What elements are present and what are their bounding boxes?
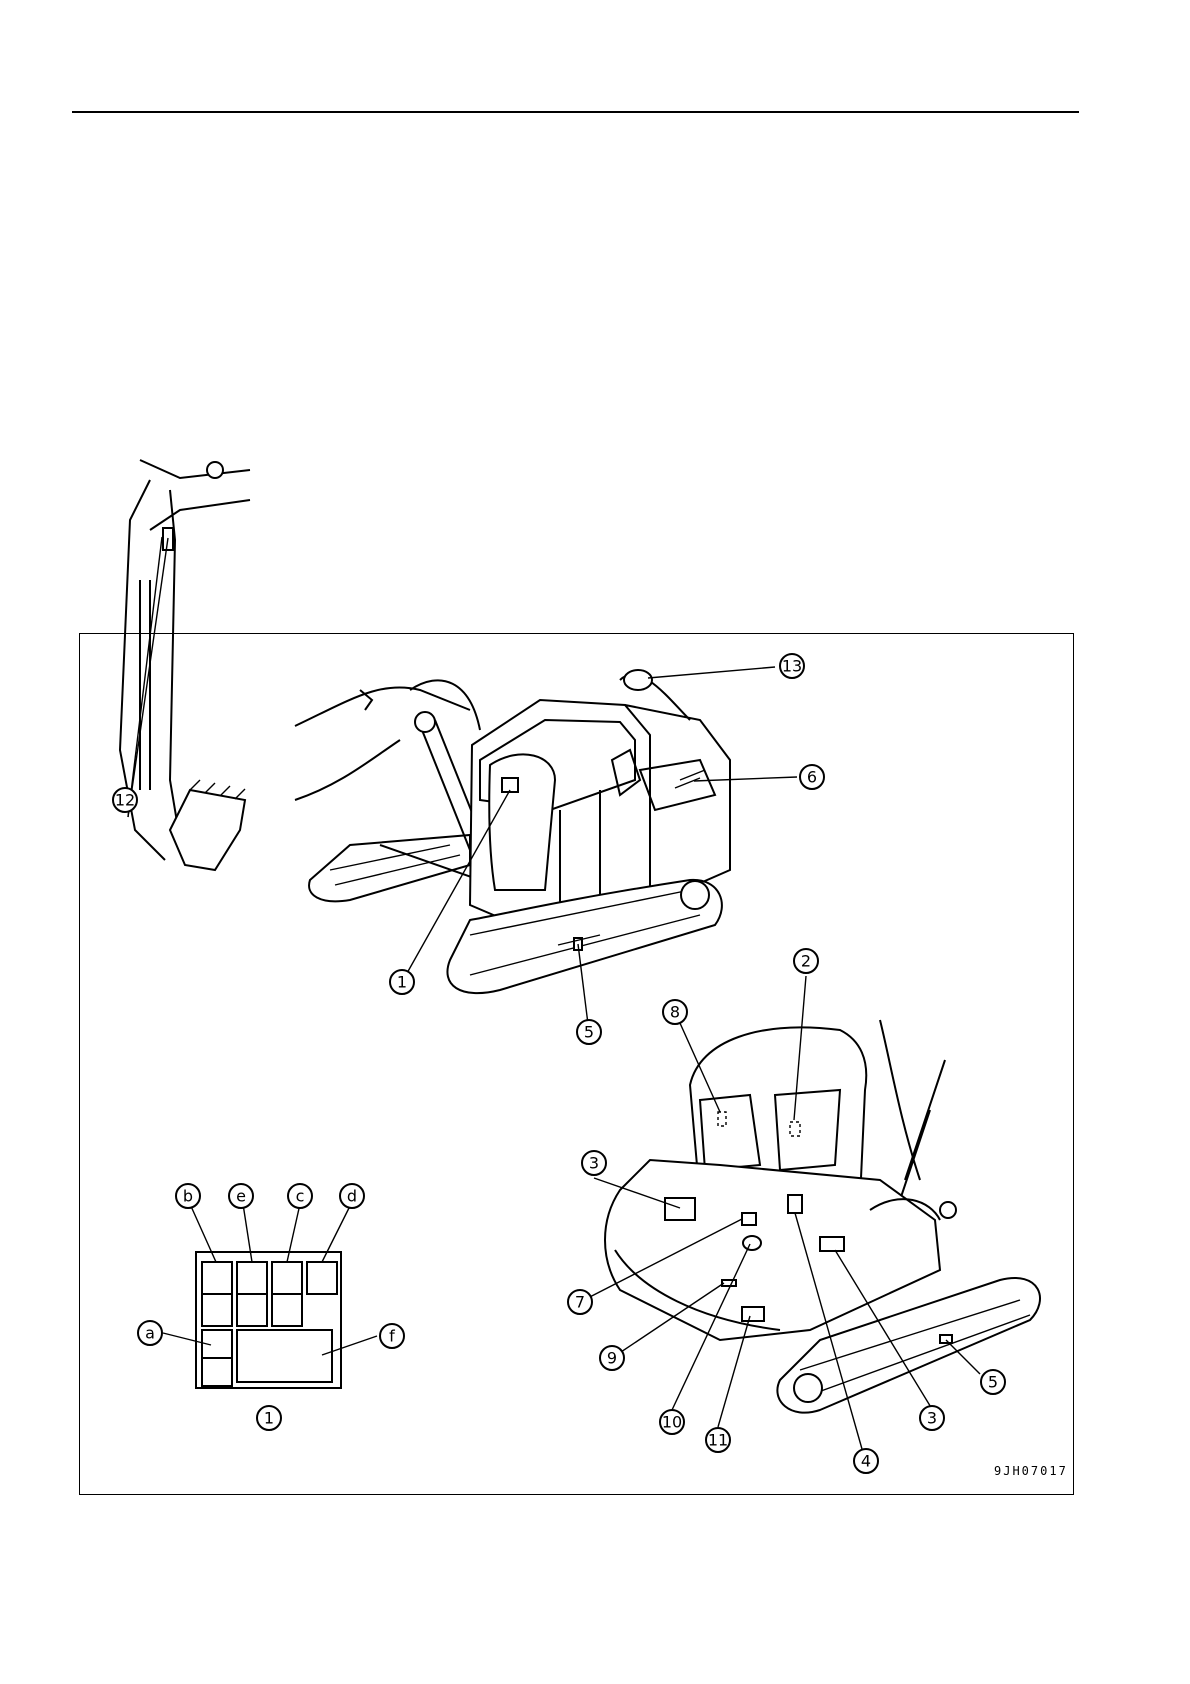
detail-cell-f [237, 1330, 332, 1382]
svg-text:c: c [296, 1187, 305, 1206]
svg-text:1: 1 [264, 1409, 274, 1428]
svg-text:3: 3 [589, 1154, 599, 1173]
callout-9: 9 [600, 1346, 624, 1370]
svg-text:11: 11 [708, 1431, 728, 1450]
safety-label-1-front [502, 778, 518, 792]
label-1-detail [196, 1252, 341, 1388]
safety-label-3-right [820, 1237, 844, 1251]
svg-text:e: e [236, 1187, 246, 1206]
callout-e: e [229, 1184, 253, 1208]
callout-5-top: 5 [577, 1020, 601, 1044]
detail-cell-d [307, 1262, 337, 1294]
svg-text:3: 3 [927, 1409, 937, 1428]
callout-3-right: 3 [920, 1406, 944, 1430]
svg-text:a: a [145, 1324, 155, 1343]
callout-f: f [380, 1324, 404, 1348]
excavator-front-view [295, 670, 730, 993]
safety-label-7 [742, 1213, 756, 1225]
safety-label-9 [722, 1280, 736, 1286]
callout-11: 11 [706, 1428, 730, 1452]
svg-text:b: b [183, 1187, 193, 1206]
svg-text:9: 9 [607, 1349, 617, 1368]
svg-text:2: 2 [801, 952, 811, 971]
detail-cell-c [272, 1262, 302, 1294]
callout-b: b [176, 1184, 200, 1208]
callout-3-left: 3 [582, 1151, 606, 1175]
callout-a: a [138, 1321, 162, 1345]
svg-text:6: 6 [807, 768, 817, 787]
callout-13: 13 [780, 654, 804, 678]
callout-2: 2 [794, 949, 818, 973]
svg-text:d: d [347, 1187, 357, 1206]
callout-12: 12 [113, 788, 137, 812]
callout-7: 7 [568, 1290, 592, 1314]
safety-label-3-left [665, 1198, 695, 1220]
safety-label-4 [788, 1195, 802, 1213]
svg-text:8: 8 [670, 1003, 680, 1022]
detail-cell-b [202, 1262, 232, 1294]
svg-text:4: 4 [861, 1452, 871, 1471]
detail-cell-e [237, 1262, 267, 1294]
svg-text:5: 5 [988, 1373, 998, 1392]
svg-text:10: 10 [662, 1413, 682, 1432]
safety-label-11 [742, 1307, 764, 1321]
callout-10: 10 [660, 1410, 684, 1434]
callout-8: 8 [663, 1000, 687, 1024]
safety-label-5-rear [940, 1335, 952, 1343]
arm-and-bucket-view [120, 460, 250, 870]
svg-text:7: 7 [575, 1293, 585, 1312]
callout-6: 6 [800, 765, 824, 789]
svg-text:f: f [389, 1327, 395, 1346]
callout-1-detail: 1 [257, 1406, 281, 1430]
callout-d: d [340, 1184, 364, 1208]
figure-code: 9JH07017 [994, 1464, 1068, 1478]
svg-text:1: 1 [397, 973, 407, 992]
callout-1-top: 1 [390, 970, 414, 994]
svg-text:12: 12 [115, 791, 135, 810]
svg-text:13: 13 [782, 657, 802, 676]
svg-text:5: 5 [584, 1023, 594, 1042]
callout-c: c [288, 1184, 312, 1208]
excavator-rear-view [605, 1020, 1040, 1413]
callout-4: 4 [854, 1449, 878, 1473]
callout-5-rear: 5 [981, 1370, 1005, 1394]
